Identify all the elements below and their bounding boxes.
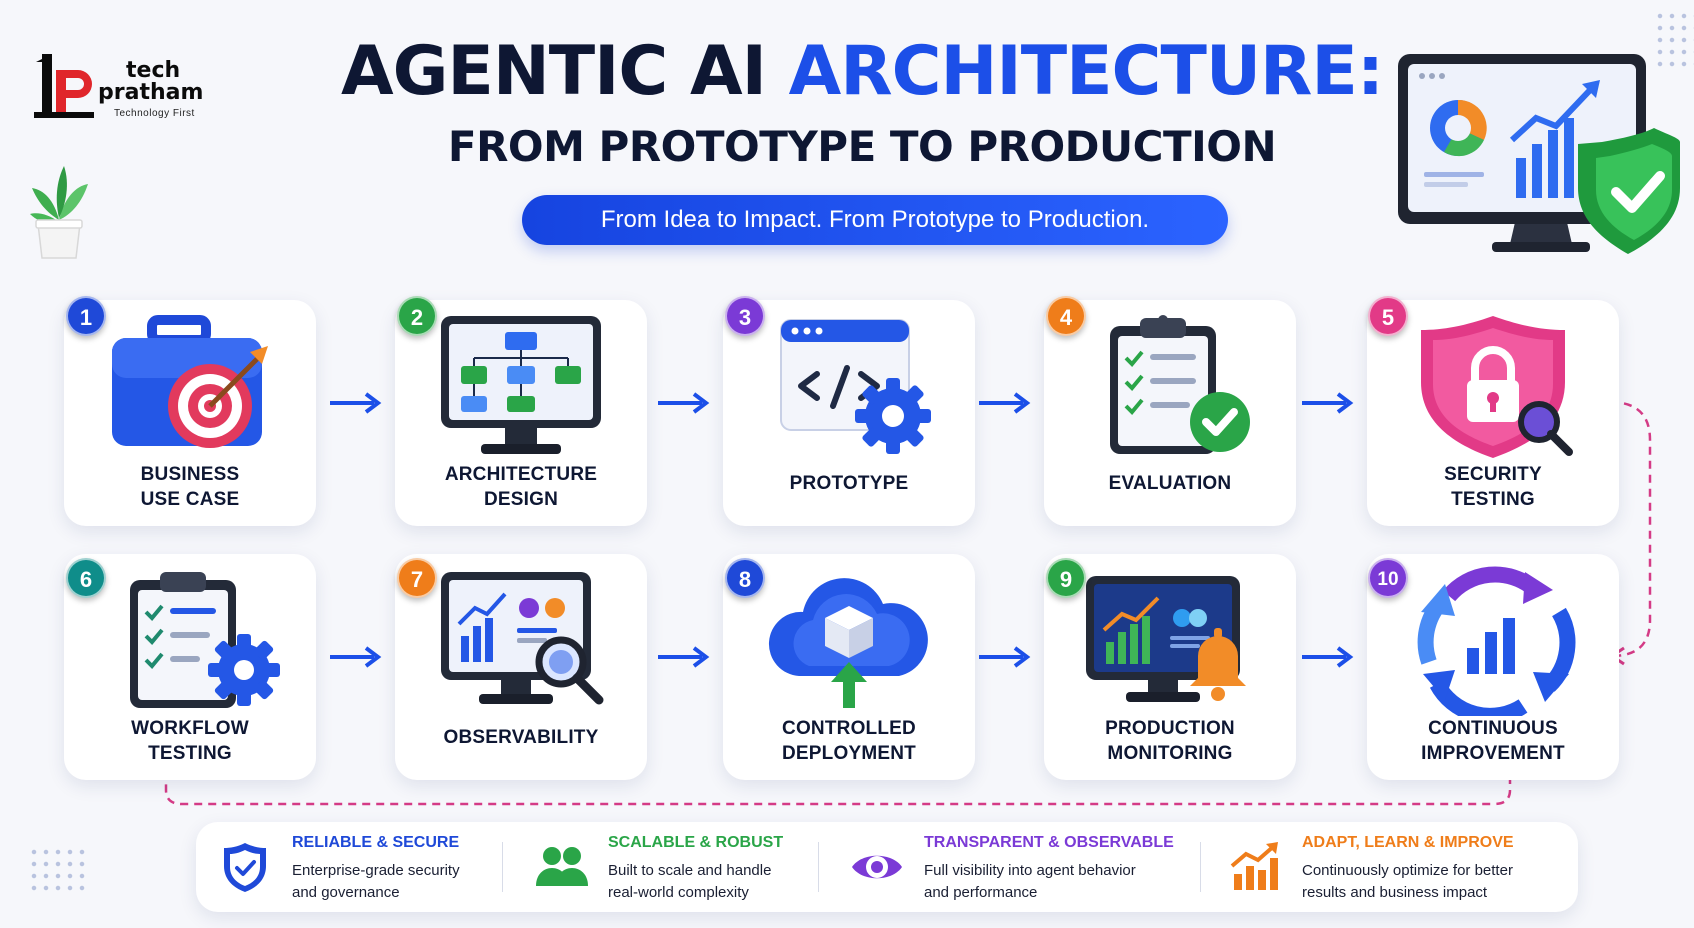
step-card-4[interactable]: EVALUATION: [1044, 300, 1296, 526]
step-card-7[interactable]: OBSERVABILITY: [395, 554, 647, 780]
step-label-8: CONTROLLED DEPLOYMENT: [782, 718, 916, 764]
step-label-3: PROTOTYPE: [789, 473, 909, 494]
step-number-1: 1: [66, 296, 106, 336]
divider: [1200, 842, 1201, 892]
main-title-part1: AGENTIC AI: [340, 32, 789, 111]
benefit-reliable-secure: RELIABLE & SECURE Enterprise-grade secur…: [196, 822, 496, 912]
users-icon: [536, 847, 588, 886]
benefit-desc-1: Enterprise-grade security and governance: [292, 862, 460, 901]
benefit-title-3: TRANSPARENT & OBSERVABLE: [924, 834, 1174, 851]
benefit-scalable-robust: SCALABLE & ROBUST Built to scale and han…: [512, 822, 802, 912]
step-number-9: 9: [1046, 558, 1086, 598]
growth-chart-icon: [1230, 842, 1278, 890]
step-card-8[interactable]: CONTROLLED DEPLOYMENT: [723, 554, 975, 780]
monitor-diagram-icon: [441, 316, 601, 454]
step-number-3: 3: [725, 296, 765, 336]
step-label-1: BUSINESS USE CASE: [140, 464, 240, 510]
clipboard-check-icon: [1110, 315, 1250, 454]
logo-name-line2: pratham: [98, 80, 204, 105]
step-label-7: OBSERVABILITY: [443, 727, 599, 748]
step-label-6: WORKFLOW TESTING: [131, 718, 249, 764]
divider: [502, 842, 503, 892]
benefit-desc-4: Continuously optimize for better results…: [1302, 862, 1513, 901]
step-number-6: 6: [66, 558, 106, 598]
divider: [818, 842, 819, 892]
step-card-1[interactable]: BUSINESS USE CASE: [64, 300, 316, 526]
step-card-3[interactable]: PROTOTYPE: [723, 300, 975, 526]
step-number-10: 10: [1368, 558, 1408, 598]
benefit-desc-2: Built to scale and handle real-world com…: [608, 862, 772, 901]
code-window-gear-icon: [780, 319, 931, 454]
dots-decoration-top-right: [1654, 10, 1694, 70]
clipboard-gear-icon: [130, 572, 280, 708]
step-number-2: 2: [397, 296, 437, 336]
arrow-right-icon: [658, 392, 710, 414]
briefcase-target-icon: [112, 315, 268, 448]
logo-name: tech pratham: [98, 60, 203, 104]
arrow-right-icon: [330, 646, 382, 668]
arrow-right-icon: [1302, 392, 1354, 414]
subtitle-pill: From Idea to Impact. From Prototype to P…: [522, 195, 1228, 245]
monitor-shield-icon: [1398, 54, 1680, 254]
step-label-5: SECURITY TESTING: [1444, 464, 1542, 510]
step-card-6[interactable]: WORKFLOW TESTING: [64, 554, 316, 780]
arrow-right-icon: [330, 392, 382, 414]
benefits-panel: RELIABLE & SECURE Enterprise-grade secur…: [196, 822, 1578, 912]
benefit-title-2: SCALABLE & ROBUST: [608, 834, 784, 851]
logo-tagline: Technology First: [114, 108, 195, 119]
main-title: AGENTIC AI ARCHITECTURE:: [0, 32, 1694, 111]
step-label-2: ARCHITECTURE DESIGN: [444, 464, 598, 510]
benefit-title-4: ADAPT, LEARN & IMPROVE: [1302, 834, 1514, 851]
step-number-4: 4: [1046, 296, 1086, 336]
arrow-right-icon: [979, 392, 1031, 414]
step-card-5[interactable]: SECURITY TESTING: [1367, 300, 1619, 526]
potted-plant-icon: [30, 166, 88, 259]
logo-name-line1: tech: [126, 58, 181, 83]
step-card-10[interactable]: CONTINUOUS IMPROVEMENT: [1367, 554, 1619, 780]
step-label-4: EVALUATION: [1108, 473, 1232, 494]
step-card-2[interactable]: ARCHITECTURE DESIGN: [395, 300, 647, 526]
step-number-8: 8: [725, 558, 765, 598]
eye-icon: [852, 855, 902, 879]
step-card-9[interactable]: PRODUCTION MONITORING: [1044, 554, 1296, 780]
cloud-upload-icon: [768, 578, 928, 708]
step-label-9: PRODUCTION MONITORING: [1105, 718, 1235, 764]
benefit-adapt-learn-improve: ADAPT, LEARN & IMPROVE Continuously opti…: [1206, 822, 1566, 912]
benefit-title-1: RELIABLE & SECURE: [292, 834, 460, 851]
benefit-transparent-observable: TRANSPARENT & OBSERVABLE Full visibility…: [828, 822, 1174, 912]
main-title-line2: FROM PROTOTYPE TO PRODUCTION: [447, 122, 1277, 171]
dots-decoration-bottom-left: [28, 846, 88, 896]
brand-logo: tech pratham Technology First: [34, 48, 224, 128]
arrow-right-icon: [1302, 646, 1354, 668]
shield-check-icon: [224, 843, 266, 892]
monitor-magnifier-icon: [441, 572, 604, 705]
arrow-right-icon: [658, 646, 710, 668]
shield-lock-icon: [1421, 316, 1573, 458]
step-label-10: CONTINUOUS IMPROVEMENT: [1421, 718, 1565, 764]
monitor-bell-icon: [1086, 576, 1246, 702]
cycle-chart-icon: [1417, 566, 1576, 716]
step-number-5: 5: [1368, 296, 1408, 336]
benefit-desc-3: Full visibility into agent behavior and …: [924, 862, 1136, 901]
logo-mark-icon: [34, 54, 94, 118]
arrow-right-icon: [979, 646, 1031, 668]
main-title-part2: ARCHITECTURE:: [788, 32, 1384, 111]
step-number-7: 7: [397, 558, 437, 598]
